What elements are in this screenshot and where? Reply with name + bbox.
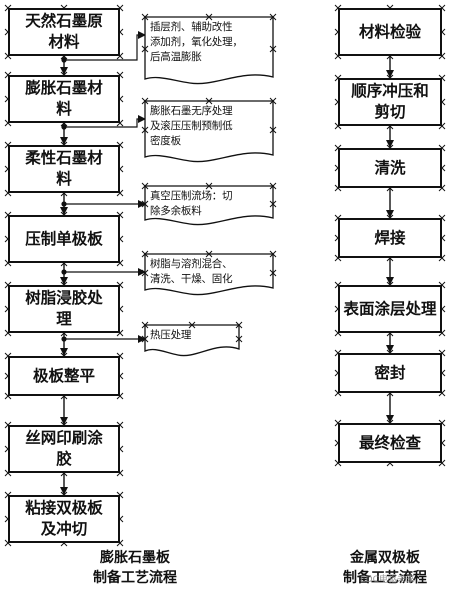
left_flow-step-8-line-1: 粘接双极板 (25, 499, 103, 517)
left_flow-step-3: 柔性石墨材料 (8, 145, 120, 193)
right_flow-step-1-line-1: 材料检验 (358, 22, 421, 41)
left_flow-step-1-line-2: 材料 (48, 33, 80, 51)
note-1-line-2: 添加剂，氧化处理， (150, 36, 243, 48)
left_flow-step-2-line-2: 料 (56, 100, 72, 118)
note-5-xmark-2 (141, 335, 149, 343)
left-caption-line-2: 制备工艺流程 (93, 570, 177, 586)
note-5-xmark-4 (188, 321, 196, 329)
note-3-line-1: 真空压制流场：切 (150, 190, 233, 202)
left_flow-step-5-line-2: 理 (56, 310, 72, 328)
right_flow-step-6-line-1: 密封 (374, 363, 406, 382)
left_flow-step-8-line-2: 及冲切 (40, 520, 88, 538)
note-1-xmark-2 (141, 45, 149, 53)
note-3-xmark-1 (269, 182, 277, 190)
note-5-xmark-0 (141, 321, 149, 329)
left_flow-step-4: 压制单极板 (8, 215, 120, 263)
left_flow-step-2: 膨胀石墨材料 (8, 75, 120, 123)
right_flow-step-5: 表面涂层处理 (338, 285, 442, 333)
left_flow-step-7: 丝网印刷涂胶 (8, 425, 120, 473)
note-4-xmark-3 (269, 269, 277, 277)
note-2-xmark-2 (141, 126, 149, 134)
left_flow-step-5-line-1: 树脂浸胶处 (25, 289, 103, 307)
note-shape-2 (144, 100, 274, 163)
right-caption-line-1: 金属双极板 (350, 550, 420, 566)
note-4-line-2: 清洗、干燥、固化 (150, 273, 233, 285)
note-1-xmark-4 (205, 13, 213, 21)
left_flow-step-3-line-2: 料 (56, 170, 72, 188)
note-4-xmark-1 (269, 250, 277, 258)
note-4-line-1: 树脂与溶剂混合、 (150, 258, 233, 270)
note-3-xmark-4 (205, 182, 213, 190)
note-text-3: 真空压制流场：切除多余板料 (150, 189, 270, 219)
watermark: EDC电驱未来 (360, 575, 415, 585)
note-3-line-2: 除多余板料 (150, 205, 202, 217)
left-note-link-2 (64, 115, 146, 128)
note-text-1: 插层剂、辅助改性添加剂，氧化处理， 后高温膨胀 (150, 20, 270, 65)
note-shape-5 (144, 324, 240, 357)
left_flow-step-7-line-2: 胶 (56, 450, 72, 468)
note-2-xmark-3 (269, 126, 277, 134)
left_flow-step-5: 树脂浸胶处理 (8, 285, 120, 333)
right_flow-step-3-line-1: 清洗 (374, 158, 406, 177)
note-4-xmark-2 (141, 269, 149, 277)
right_flow-step-7-line-1: 最终检查 (358, 433, 421, 452)
right_flow-step-4-line-1: 焊接 (374, 228, 406, 247)
note-5-xmark-1 (235, 321, 243, 329)
note-3-xmark-2 (141, 200, 149, 208)
right_flow-step-2-line-1: 顺序冲压和 (351, 82, 429, 100)
right_flow-step-2: 顺序冲压和剪切 (338, 78, 442, 126)
note-2-line-3: 密度板 (150, 135, 181, 147)
note-shape-4 (144, 253, 274, 296)
right_flow-step-4: 焊接 (338, 218, 442, 258)
right_flow-step-5-line-1: 表面涂层处理 (343, 299, 437, 318)
annotation-notes (144, 16, 274, 357)
left_flow-step-1: 天然石墨原材料 (8, 8, 120, 56)
left_flow-step-8: 粘接双极板及冲切 (8, 495, 120, 543)
left-caption-line-1: 膨胀石墨板 (100, 550, 170, 566)
left-caption: 膨胀石墨板 制备工艺流程 (70, 548, 200, 588)
note-text-2: 膨胀石墨无序处理及滚压压制预制低密度板 (150, 104, 270, 149)
flow-connectors (60, 31, 394, 495)
note-1-xmark-0 (141, 13, 149, 21)
note-5-xmark-3 (235, 335, 243, 343)
note-2-xmark-1 (269, 97, 277, 105)
note-2-xmark-4 (205, 97, 213, 105)
note-1-xmark-1 (269, 13, 277, 21)
note-3-xmark-3 (269, 200, 277, 208)
left_flow-step-2-line-1: 膨胀石墨材 (25, 79, 103, 97)
note-text-5: 热压处理 (150, 328, 236, 343)
left_flow-step-7-line-1: 丝网印刷涂 (25, 429, 103, 447)
note-2-line-2: 及滚压压制预制低 (150, 120, 233, 132)
note-4-xmark-4 (205, 250, 213, 258)
left_flow-step-3-line-1: 柔性石墨材 (25, 149, 103, 167)
note-5-line-1: 热压处理 (150, 329, 192, 341)
right-caption-line-2: 制备工艺流程 (343, 570, 427, 586)
note-2-xmark-0 (141, 97, 149, 105)
note-1-xmark-3 (269, 45, 277, 53)
left-note-link-1 (64, 31, 146, 61)
note-2-line-1: 膨胀石墨无序处理 (150, 105, 233, 117)
note-text-4: 树脂与溶剂混合、清洗、干燥、固化 (150, 257, 270, 287)
right-caption: 金属双极板 制备工艺流程 (330, 548, 440, 588)
note-3-xmark-0 (141, 182, 149, 190)
note-1-line-3: 后高温膨胀 (150, 51, 202, 63)
note-4-xmark-0 (141, 250, 149, 258)
right_flow-step-6: 密封 (338, 353, 442, 393)
note-1-line-1: 插层剂、辅助改性 (150, 21, 233, 33)
right_flow-step-1: 材料检验 (338, 8, 442, 56)
note-shape-1 (144, 16, 274, 85)
right_flow-step-3: 清洗 (338, 148, 442, 188)
right_flow-step-7: 最终检查 (338, 423, 442, 463)
note-shape-3 (144, 185, 274, 226)
right_flow-step-2-line-2: 剪切 (374, 103, 406, 121)
left_flow-step-6: 极板整平 (8, 356, 120, 396)
left_flow-step-4-line-1: 压制单极板 (25, 229, 103, 248)
left_flow-step-1-line-1: 天然石墨原 (25, 12, 103, 30)
left_flow-step-6-line-1: 极板整平 (32, 366, 95, 385)
